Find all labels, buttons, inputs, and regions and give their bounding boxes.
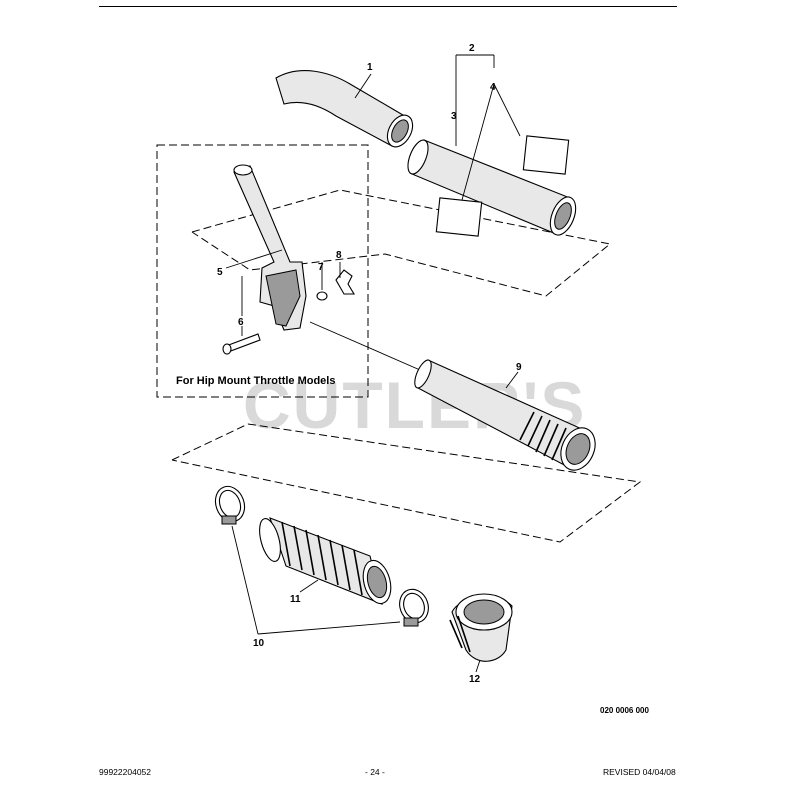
callout-10: 10 [253, 638, 265, 649]
washer-part-7 [316, 291, 328, 301]
leader-lines [225, 54, 521, 673]
hip-mount-throttle-box [156, 144, 369, 398]
callouts: 1 2 3 4 5 6 7 8 9 10 11 12 [217, 43, 522, 685]
callout-12: 12 [469, 674, 481, 685]
hose-assembly [214, 485, 513, 662]
callout-7: 7 [318, 262, 324, 273]
callout-5: 5 [217, 267, 223, 278]
decal-part-4a [522, 135, 570, 175]
box-caption: For Hip Mount Throttle Models [176, 375, 335, 387]
callout-8: 8 [336, 250, 342, 261]
callout-1: 1 [367, 62, 373, 73]
decal-part-4b [435, 197, 483, 237]
callout-11: 11 [290, 594, 301, 605]
wing-nut-part-8 [335, 269, 355, 295]
upper-tube-assembly [191, 70, 612, 297]
flex-hose-part-11 [269, 517, 383, 605]
footer-revised-date: REVISED 04/04/08 [603, 767, 676, 777]
callout-4: 4 [490, 82, 496, 93]
drawing-number: 020 0006 000 [600, 706, 649, 715]
lower-tube-assembly [171, 321, 642, 543]
callout-2: 2 [469, 43, 475, 54]
callout-3: 3 [451, 111, 457, 122]
throttle-handle-assembly [222, 164, 355, 355]
callout-6: 6 [238, 317, 244, 328]
callout-9: 9 [516, 362, 522, 373]
footer-part-number: 99922204052 [99, 767, 152, 777]
footer-page-number: - 24 - [365, 767, 385, 777]
top-rule [99, 6, 677, 7]
